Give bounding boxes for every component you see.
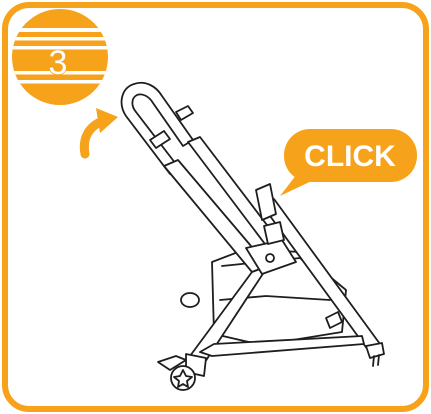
latch-housing — [264, 222, 284, 244]
callout-text: CLICK — [304, 140, 396, 173]
wheel-hub-left — [181, 293, 199, 307]
hinge-pin — [266, 254, 274, 262]
step-number: 3 — [49, 44, 68, 82]
